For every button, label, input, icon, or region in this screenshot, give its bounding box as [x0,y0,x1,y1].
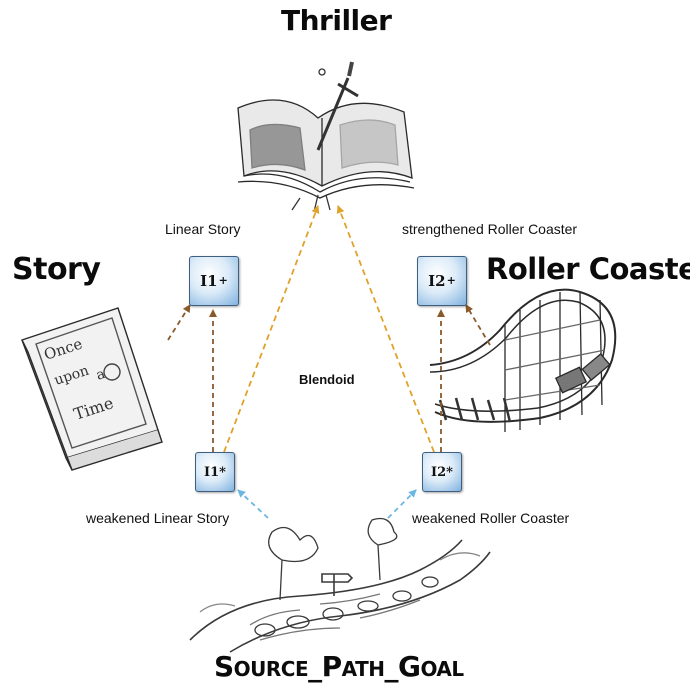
node-i2-plus: I2+ [417,256,467,306]
blendoid-label: Blendoid [299,372,355,387]
node-i1-star-label: I1* [204,464,226,480]
node-i2-plus-label: I2 [428,272,446,290]
arrow-i2star-to-thriller [336,205,435,453]
caption-linear-story: Linear Story [165,221,241,237]
node-i1-plus: I1+ [189,256,239,306]
arrow-story-to-i1plus [167,304,191,341]
title-roller-coaster: Roller Coaster [486,252,690,286]
thriller-book-illustration [237,61,415,213]
path-illustration [189,517,491,653]
caption-weakened-linear-story: weakened Linear Story [86,510,230,526]
node-i2-star: I2* [422,452,462,492]
story-book-illustration: Once upon a Time [21,307,163,471]
node-i1-plus-label: I1 [200,272,218,290]
title-story: Story [12,252,101,287]
title-thriller: Thriller [281,4,392,37]
node-i1-star: I1* [195,452,235,492]
caption-weakened-roller-coaster: weakened Roller Coaster [412,510,570,526]
title-source-path-goal: Source_Path_Goal [214,650,464,683]
arrow-path-to-i2star [387,489,417,519]
roller-coaster-illustration [429,288,617,432]
caption-strengthened-roller-coaster: strengthened Roller Coaster [402,221,578,237]
arrow-path-to-i1star [237,489,269,519]
arrow-rollercoaster-to-i2plus [465,304,491,346]
node-i2-star-label: I2* [431,464,453,480]
arrow-i1star-to-thriller [223,205,320,453]
